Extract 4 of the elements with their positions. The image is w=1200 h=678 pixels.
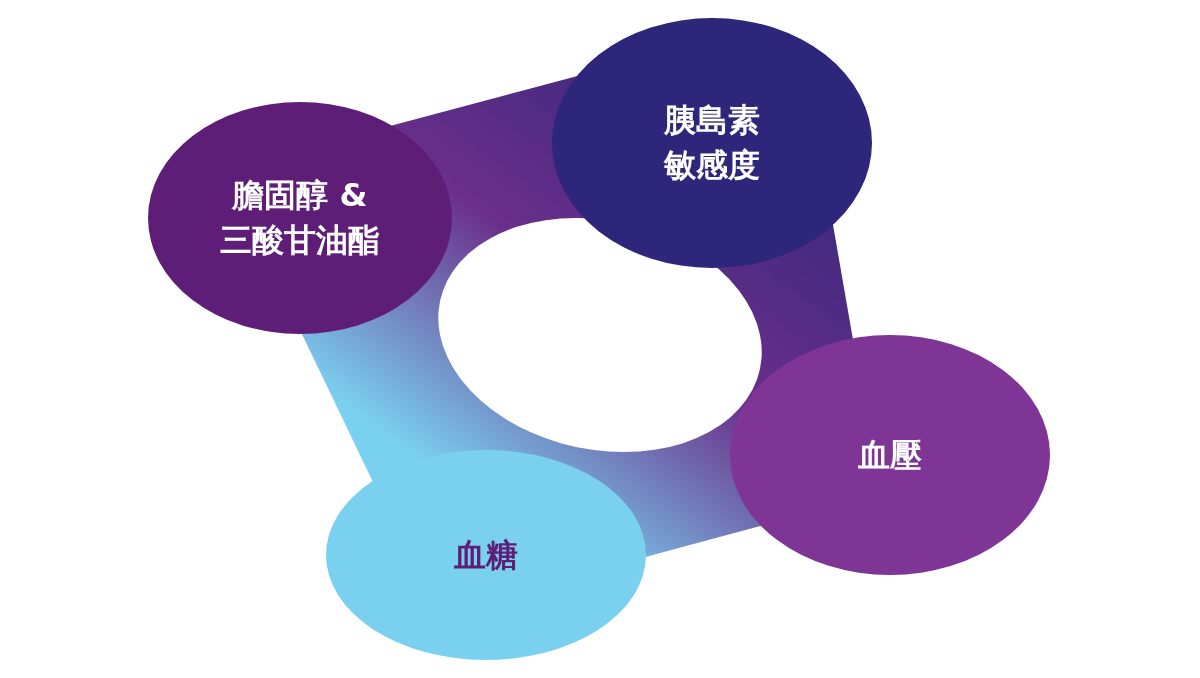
blob-label: 膽固醇 & 三酸甘油酯	[219, 175, 381, 261]
blob-label: 血壓	[857, 434, 923, 476]
blob-label: 胰島素敏感度	[662, 100, 761, 186]
blob-label: 血糖	[453, 534, 519, 576]
